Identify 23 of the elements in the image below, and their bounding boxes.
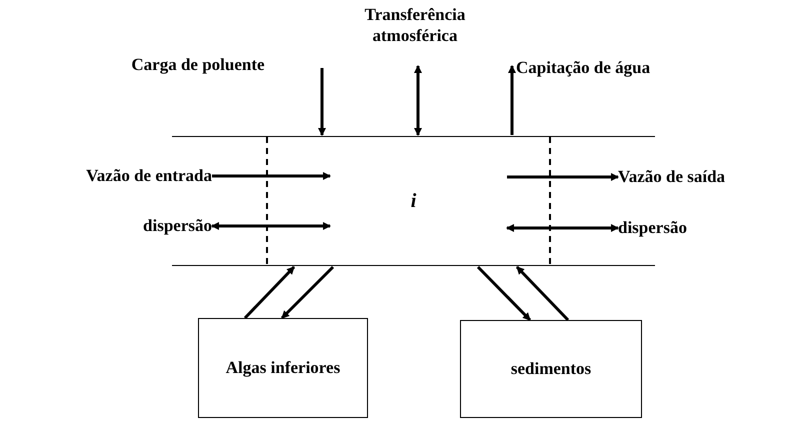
segment-label: i xyxy=(410,191,416,211)
flow-label: dispersão xyxy=(138,214,212,238)
arrow xyxy=(414,65,422,136)
flow-label: Transferência atmosférica xyxy=(364,4,466,46)
flow-label: Capitação de água xyxy=(516,56,708,80)
arrow xyxy=(506,224,619,232)
flow-label: Vazão de saída xyxy=(618,165,742,189)
flow-label: dispersão xyxy=(618,216,692,240)
arrow xyxy=(508,65,516,135)
flow-label: Vazão de entrada xyxy=(82,164,212,188)
process-box xyxy=(198,318,368,418)
process-box xyxy=(460,320,642,418)
flow-label: Carga de poluente xyxy=(130,54,266,76)
arrow xyxy=(318,68,326,136)
arrow xyxy=(476,266,532,322)
arrow xyxy=(516,266,570,322)
arrow xyxy=(507,173,619,181)
arrow xyxy=(211,222,331,230)
arrow xyxy=(280,266,334,320)
box-label: Algas inferiores xyxy=(224,357,342,379)
box-label: sedimentos xyxy=(510,358,592,380)
arrow xyxy=(212,172,331,180)
arrow xyxy=(244,266,296,320)
